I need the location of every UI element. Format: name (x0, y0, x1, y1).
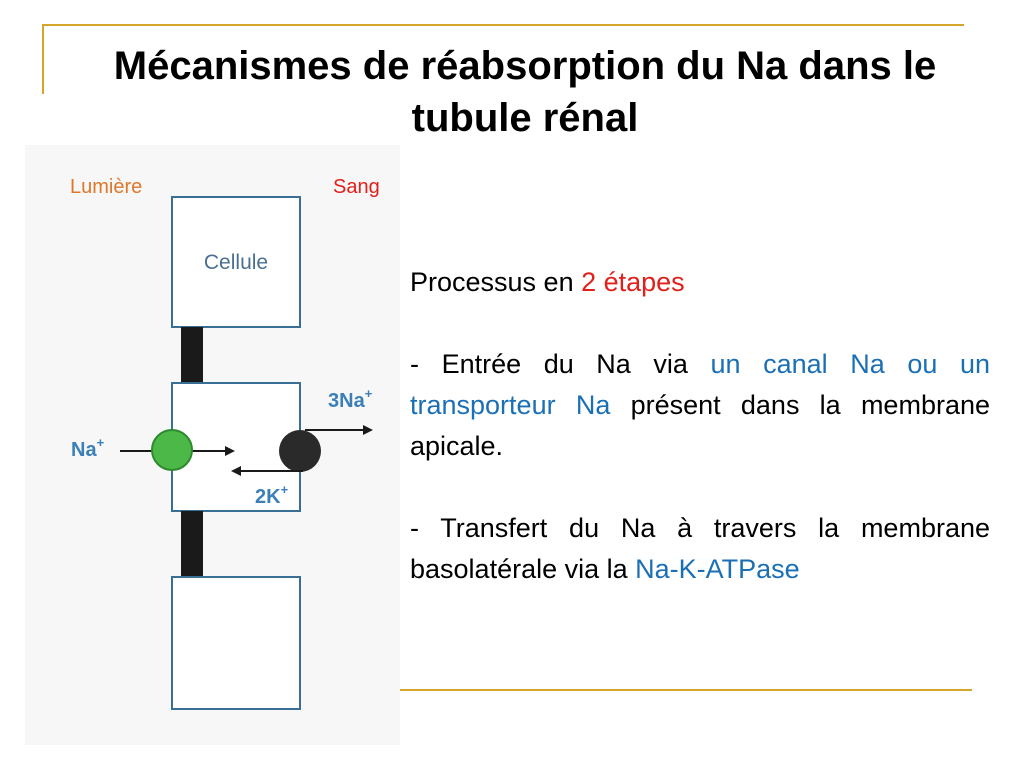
lumen-label: Lumière (70, 176, 142, 198)
na-channel-icon (151, 429, 193, 471)
step-2-highlight: Na-K-ATPase (635, 554, 800, 584)
cell-label: Cellule (204, 251, 268, 274)
bottom-rule (400, 689, 972, 691)
k-label: 2K+ (255, 482, 289, 508)
na-k-pump-icon (279, 430, 321, 472)
tight-junction-top (181, 327, 203, 383)
na-in-label: Na+ (71, 435, 105, 461)
na-out-label: 3Na+ (328, 386, 373, 412)
step-1-highlight: un canal Na ou un transporteur Na (410, 349, 990, 420)
na-entry-arrowhead (225, 446, 235, 456)
top-rule (42, 24, 964, 26)
intro-highlight: 2 étapes (581, 267, 685, 297)
na-exit-arrowhead (363, 425, 373, 435)
step-2: - Transfert du Na à travers la membrane … (410, 513, 990, 584)
tight-junction-bottom (181, 511, 203, 577)
step-1: - Entrée du Na via un canal Na ou un tra… (410, 349, 990, 461)
slide-title: Mécanismes de réabsorption du Na dans le… (113, 44, 937, 140)
intro-line: Processus en 2 étapes (410, 267, 685, 297)
explanation-text: Processus en 2 étapes - Entrée du Na via… (410, 262, 990, 590)
blood-label: Sang (333, 176, 380, 198)
tubule-diagram: Lumière Sang Cellule Na+ 3Na+ 2K+ (25, 145, 400, 745)
cell-middle (171, 382, 301, 512)
cell-top (171, 196, 301, 328)
left-rule (42, 24, 44, 94)
cell-bottom (171, 576, 301, 710)
k-entry-arrowhead (231, 466, 241, 476)
